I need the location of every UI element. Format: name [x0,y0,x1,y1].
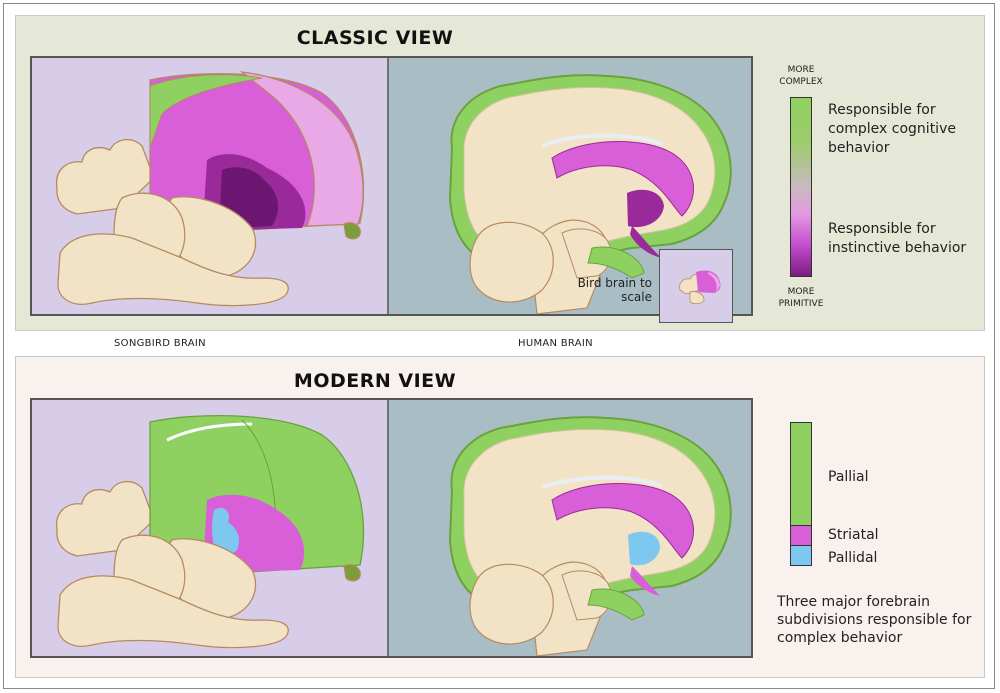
bird-brain-to-scale-label: Bird brain to scale [577,276,652,304]
mini-bird-brain [679,270,721,305]
instinctive-behavior-text: Responsible for instinctive behavior [828,221,967,256]
songbird-brain-modern [55,415,365,649]
modern-brains-svg [32,400,751,656]
songbird-brain-caption: SONGBIRD BRAIN [114,338,206,349]
pallidal-legend-swatch [790,546,812,566]
pallial-label: Pallial [828,469,869,485]
figure-frame [3,3,995,689]
striatal-label: Striatal [828,527,879,543]
human-brain-caption: HUMAN BRAIN [518,338,593,349]
modern-view-title: MODERN VIEW [293,370,457,392]
bird-brain-to-scale-inset [659,249,733,323]
forebrain-subdivisions-note: Three major forebrain subdivisions respo… [777,594,972,646]
human-brain-modern [448,416,732,656]
striatal-legend-swatch [790,526,812,546]
complexity-gradient-bar [790,97,812,277]
classic-view-title: CLASSIC VIEW [296,27,454,49]
pallidal-label: Pallidal [828,550,878,566]
complex-behavior-text: Responsible for complex cognitive behavi… [828,102,956,156]
classic-illustration [30,56,753,316]
modern-illustration [30,398,753,658]
pallial-legend-swatch [790,422,812,526]
songbird-brain [55,71,365,307]
human-brain [448,74,732,314]
